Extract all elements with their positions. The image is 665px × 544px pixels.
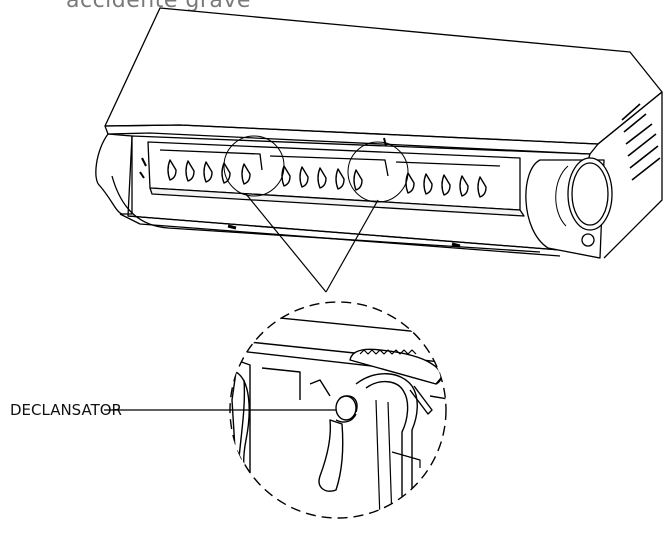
release-trigger [335, 395, 358, 423]
louver-blades [167, 159, 487, 198]
unit-right-side [597, 91, 663, 259]
declansator-label: DECLANSATOR [10, 401, 122, 419]
leader-lines [245, 193, 379, 293]
lever-handle [318, 419, 344, 492]
unit-left-cap [95, 133, 133, 215]
detail-circle-right [347, 141, 409, 203]
side-vents [621, 103, 661, 181]
unit-right-cylinder [525, 157, 613, 259]
actuator-arm [355, 373, 418, 518]
detail-circle-left [223, 135, 285, 197]
caption-text: accidente grave [66, 0, 251, 13]
unit-top-face [104, 7, 663, 145]
ac-unit [95, 7, 663, 259]
